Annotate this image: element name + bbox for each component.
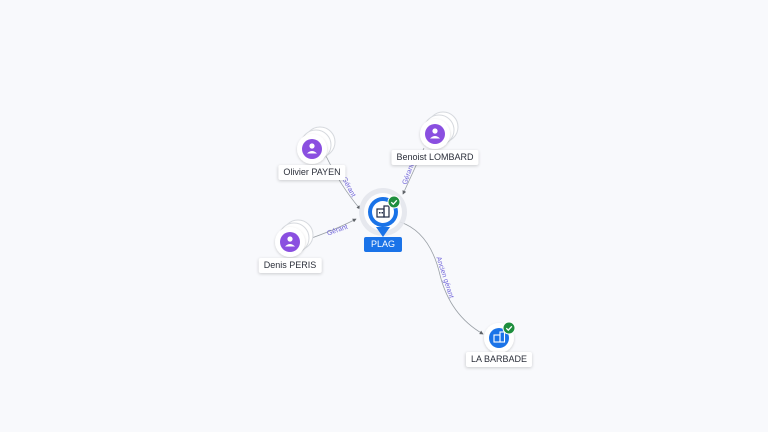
person-icon [285, 236, 295, 247]
node-label-plag[interactable]: PLAG [363, 237, 403, 252]
verified-badge-icon [387, 195, 401, 209]
node-label-denis-peris[interactable]: Denis PERIS [258, 258, 322, 273]
node-label-olivier-payen[interactable]: Olivier PAYEN [278, 165, 346, 180]
person-icon [307, 143, 317, 154]
building-icon [493, 331, 506, 343]
edge-label: Ancien gérant [434, 256, 454, 299]
node-denis-peris[interactable] [275, 219, 314, 257]
person-icon [430, 128, 440, 139]
edge-label: Gérant [402, 163, 416, 186]
node-la-barbade[interactable] [484, 321, 516, 353]
edge-olivier-to-plag[interactable]: Gérant [325, 155, 361, 210]
node-olivier-payen[interactable] [297, 126, 336, 164]
edge-label: Gérant [326, 224, 349, 238]
edge-denis-to-plag[interactable]: Gérant [305, 218, 357, 241]
edge-plag-to-la-barbade[interactable]: Ancien gérant [399, 221, 484, 335]
node-label-la-barbade[interactable]: LA BARBADE [465, 352, 533, 367]
node-label-benoist-lombard[interactable]: Benoist LOMBARD [391, 150, 479, 165]
verified-badge-icon [502, 321, 516, 335]
building-icon [376, 205, 390, 218]
node-benoist-lombard[interactable] [420, 111, 459, 149]
node-plag[interactable] [359, 188, 407, 237]
